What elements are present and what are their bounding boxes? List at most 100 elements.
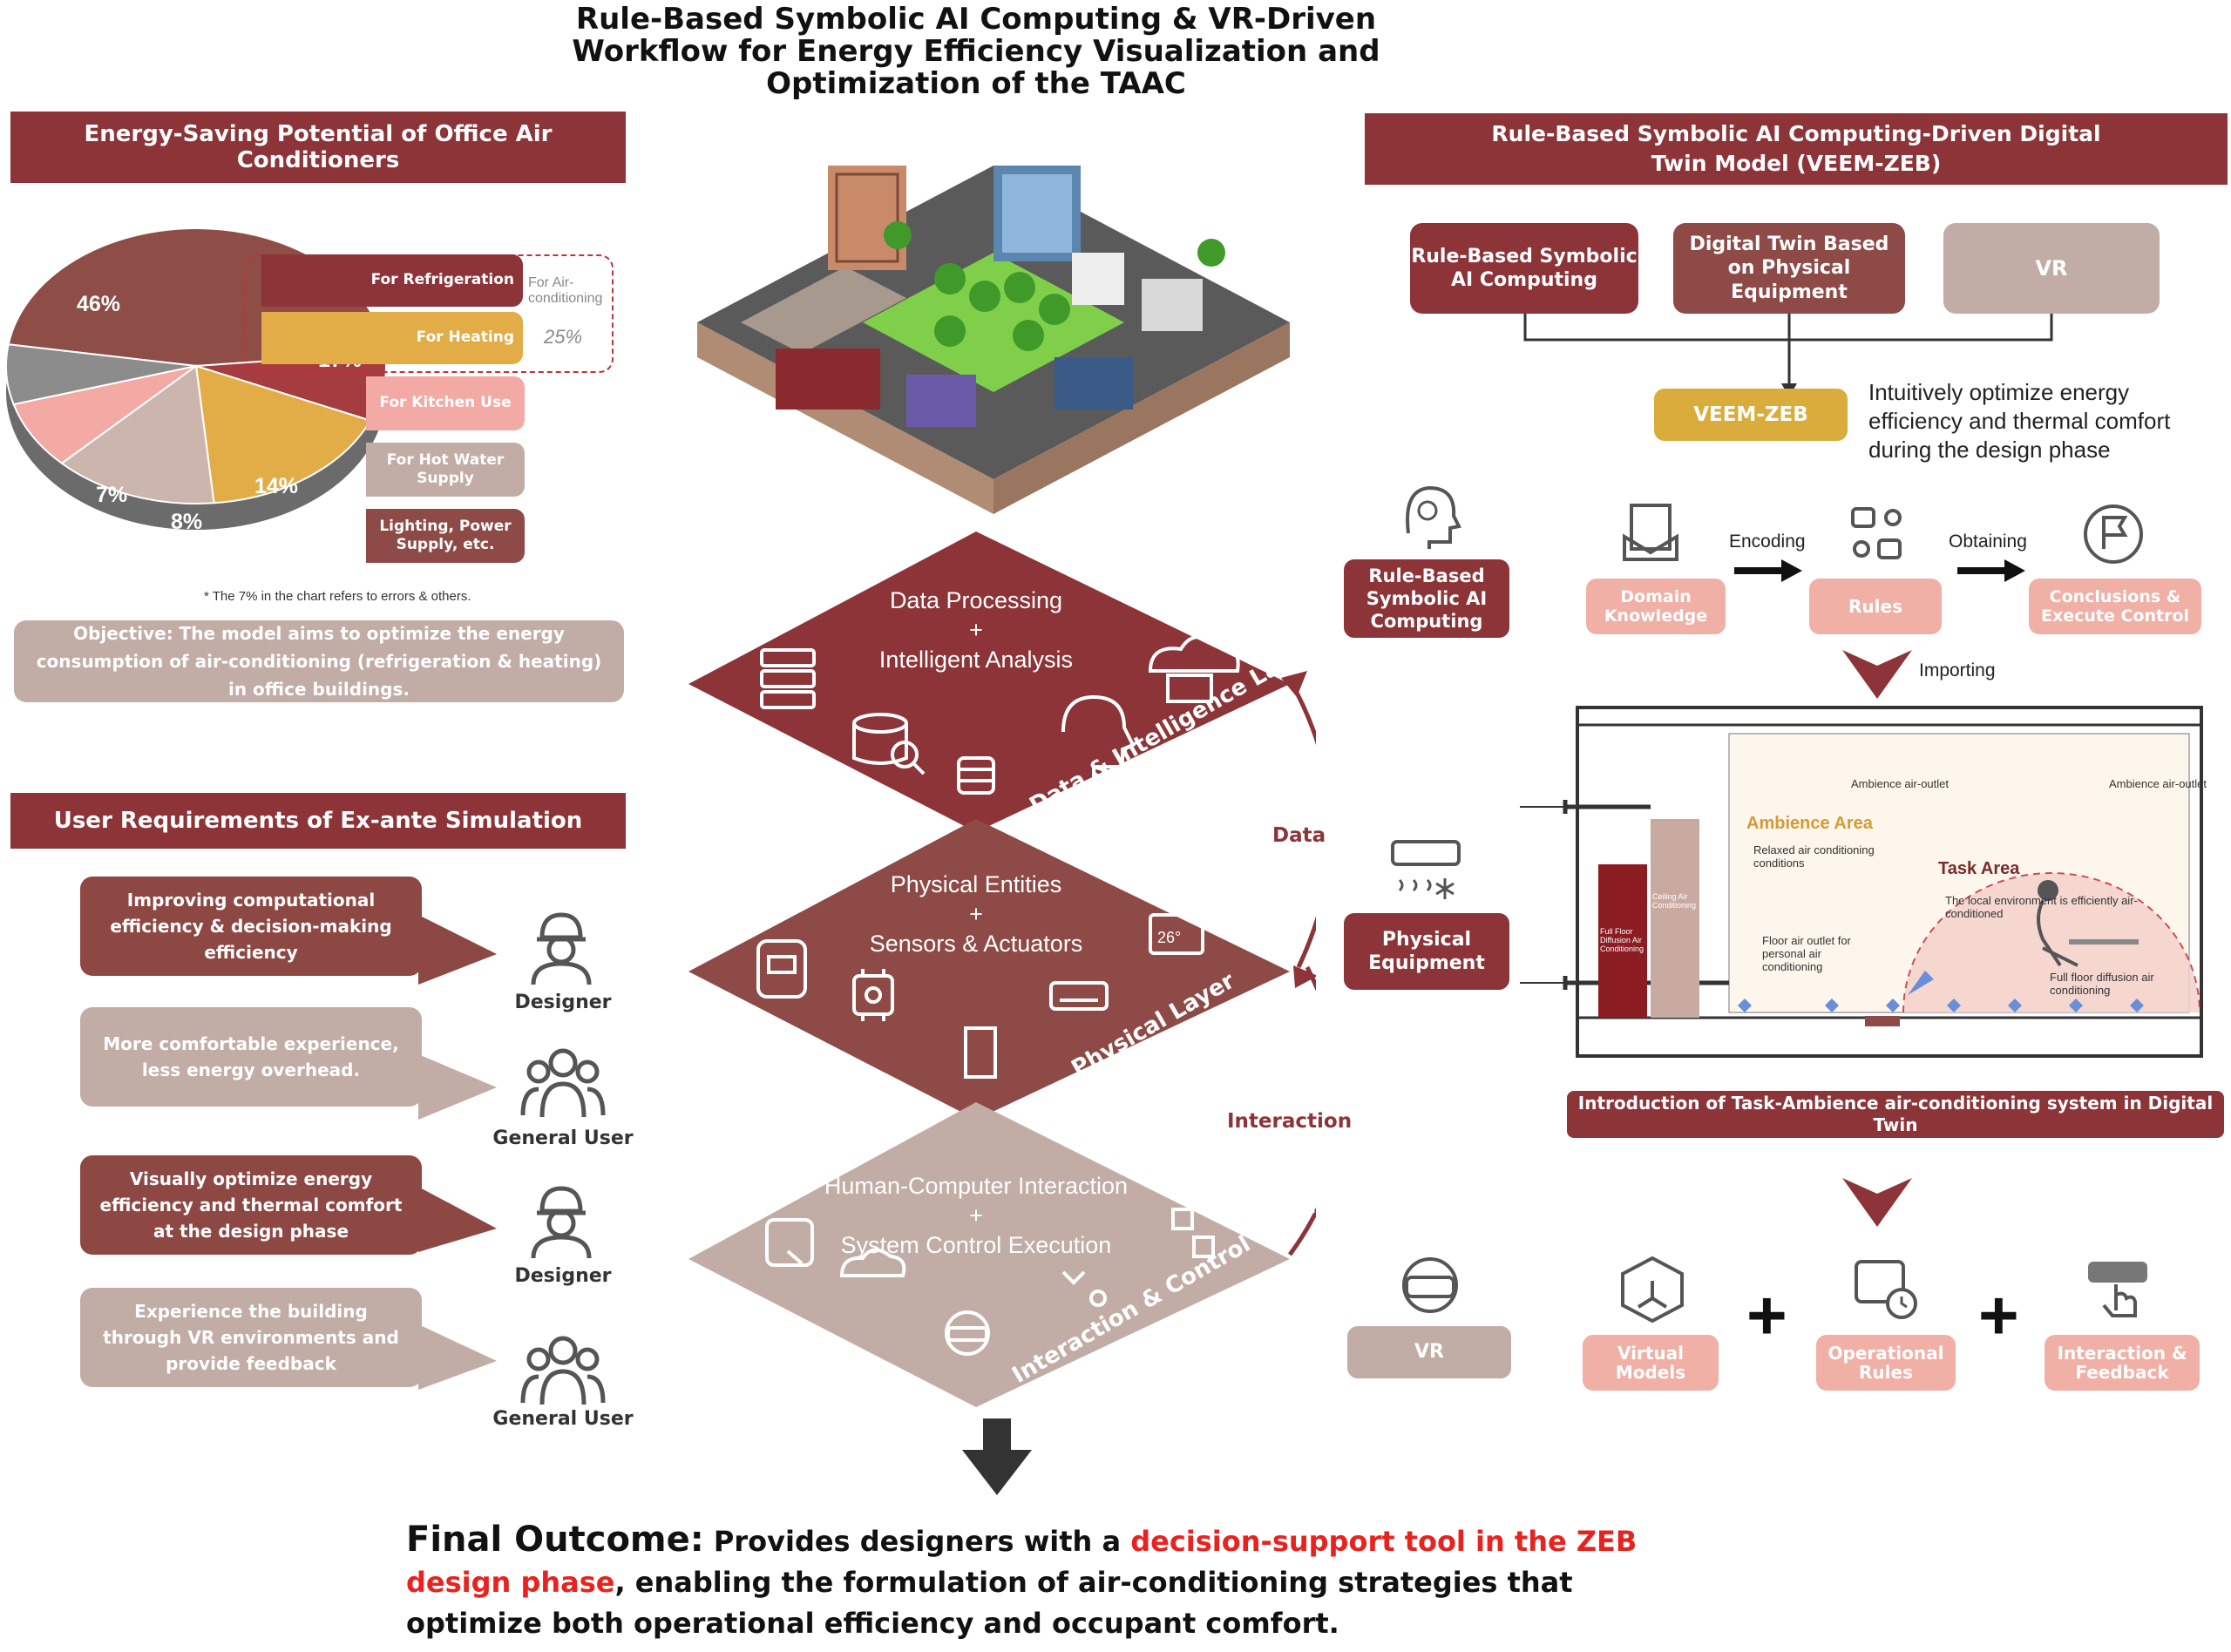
layer3-line1: Human-Computer Interaction [824, 1173, 1129, 1199]
designer-icon [531, 912, 592, 985]
task-ambience-intro: Introduction of Task-Ambience air-condit… [1567, 1091, 2224, 1138]
layer-diamonds [688, 531, 1316, 1407]
user-switch-icon [1061, 1270, 1107, 1307]
floor-outlet-label: Floor air outlet for personal air condit… [1762, 934, 1851, 973]
data-intelligence-diamond [688, 531, 1290, 832]
designer-icon [531, 1186, 592, 1259]
pie-slices [5, 227, 387, 504]
legend-refrigeration: For Refrigeration [261, 254, 523, 307]
rules-box: Rules [1809, 579, 1942, 634]
final-outcome-part2: , enabling the formulation of air-condit… [406, 1566, 1573, 1640]
encoding-label: Encoding [1729, 531, 1806, 552]
plus-sign-2: + [1978, 1276, 2019, 1354]
thermostat-value: 26° [1157, 929, 1182, 946]
room-diagram [1520, 706, 2203, 1058]
person-label-2: General User [492, 1127, 634, 1149]
pie-label-46: 46% [77, 292, 121, 316]
layer1-plus: + [969, 617, 983, 643]
relaxed-label: Relaxed air conditioning conditions [1753, 843, 1875, 870]
task-area-label: Task Area [1938, 859, 2020, 878]
interaction-arrow-label: Interaction [1227, 1110, 1353, 1133]
obtaining-arrow-icon [1957, 559, 2025, 582]
server-icon [760, 648, 816, 709]
pie-footnote: * The 7% in the chart refers to errors &… [204, 589, 471, 604]
local-environment-label: The local environment is efficiently air… [1945, 894, 2138, 920]
plus-sign-1: + [1746, 1276, 1787, 1354]
pie-label-errors: 7% [96, 483, 128, 507]
touch-feedback-icon [2088, 1262, 2147, 1317]
conclusions-box: Conclusions & Execute Control [2029, 579, 2201, 634]
pie-slice-2 [194, 364, 372, 504]
layer3-plus: + [969, 1202, 983, 1229]
cloud-sync-icon [839, 1248, 906, 1277]
pie-slice-4 [12, 365, 197, 464]
operational-rules-icon [1855, 1260, 1917, 1319]
layer1-line1: Data Processing [889, 587, 1063, 613]
vr-bottom-box: VR [1347, 1326, 1511, 1378]
rule-based-side-box: Rule-Based Symbolic AI Computing [1344, 559, 1509, 638]
layer2-plus: + [969, 901, 983, 927]
database-search-icon [852, 713, 926, 775]
encoding-arrow-icon [1734, 559, 1802, 582]
legend-heating: For Heating [261, 312, 523, 364]
layer2-line1: Physical Entities [890, 871, 1062, 897]
city-illustration [697, 166, 1290, 514]
person-label-4: General User [492, 1408, 634, 1430]
layer1-line2: Intelligent Analysis [878, 647, 1074, 673]
final-outcome-highlight: decision-support tool in the ZEB design … [406, 1525, 1638, 1599]
refresh-icon [1171, 1208, 1215, 1258]
bubble-tails [418, 915, 497, 1390]
veem-description: Intuitively optimize energy efficiency a… [1868, 379, 2171, 463]
importing-arrow-icon [1842, 650, 1912, 699]
ambience-area-label: Ambience Area [1746, 814, 1873, 833]
physical-equipment-box: Physical Equipment [1344, 913, 1509, 990]
touch-screen-icon [765, 1218, 814, 1267]
unit-label-1: Full Floor Diffusion Air Conditioning [1600, 927, 1644, 953]
storage-icon [957, 756, 995, 795]
vr-headset-icon [945, 1310, 990, 1356]
rule-based-box: Rule-Based Symbolic AI Computing [1410, 223, 1638, 314]
controller-icon [756, 939, 807, 999]
requirement-bubble-3: Visually optimize energy efficiency and … [80, 1155, 422, 1255]
document-icon [1623, 504, 1678, 561]
thermostat-icon [1149, 913, 1204, 955]
digital-twin-box: Digital Twin Based on Physical Equipment [1673, 223, 1905, 314]
physical-diamond [688, 819, 1290, 1120]
outlet-label-1: Ambience air-outlet [1851, 777, 1949, 790]
general-user-icon [520, 1048, 606, 1118]
person-label-3: Designer [514, 1265, 612, 1287]
energy-saving-banner: Energy-Saving Potential of Office Air Co… [10, 112, 626, 183]
air-conditioning-percent: 25% [544, 326, 583, 348]
full-floor-label: Full floor diffusion air conditioning [2050, 971, 2154, 997]
veem-zeb-box: VEEM-ZEB [1654, 389, 1848, 441]
objective-box: Objective: The model aims to optimize th… [14, 620, 624, 702]
unit-label-2: Ceiling Air Conditioning [1652, 892, 1697, 910]
final-outcome: Final Outcome: Provides designers with a… [406, 1520, 1678, 1644]
importing-label: Importing [1919, 660, 1996, 680]
pie-label-kitchen: 8% [171, 510, 203, 534]
layer-icons [756, 635, 1240, 1356]
building-icon [964, 1026, 997, 1079]
air-conditioner-icon [1391, 840, 1461, 899]
requirement-bubble-4: Experience the building through VR envir… [80, 1288, 422, 1387]
vr-headset-icon [1402, 1257, 1458, 1313]
cube-model-icon [1621, 1256, 1684, 1324]
requirement-bubble-1: Improving computational efficiency & dec… [80, 877, 422, 976]
down-arrow-icon [1842, 1178, 1912, 1227]
layer2-line2: Sensors & Actuators [869, 931, 1083, 957]
flag-icon [2084, 504, 2143, 564]
domain-knowledge-box: Domain Knowledge [1586, 579, 1726, 634]
data-arrow-label: Data [1272, 824, 1326, 847]
pie-label-hot-water: 14% [254, 474, 299, 498]
page-title: Rule-Based Symbolic AI Computing & VR-Dr… [572, 2, 1380, 101]
vr-top-box: VR [1943, 223, 2160, 314]
ai-head-icon [1061, 694, 1136, 780]
operational-rules-box: Operational Rules [1816, 1335, 1956, 1391]
legend-kitchen: For Kitchen Use [366, 376, 525, 430]
requirement-bubble-2: More comfortable experience, less energy… [80, 1007, 422, 1107]
cloud-computer-icon [1148, 635, 1240, 703]
down-arrow-icon [962, 1418, 1032, 1495]
interaction-diamond [688, 1102, 1290, 1407]
pie-slice-3 [60, 364, 215, 504]
brain-head-icon [1406, 485, 1461, 549]
